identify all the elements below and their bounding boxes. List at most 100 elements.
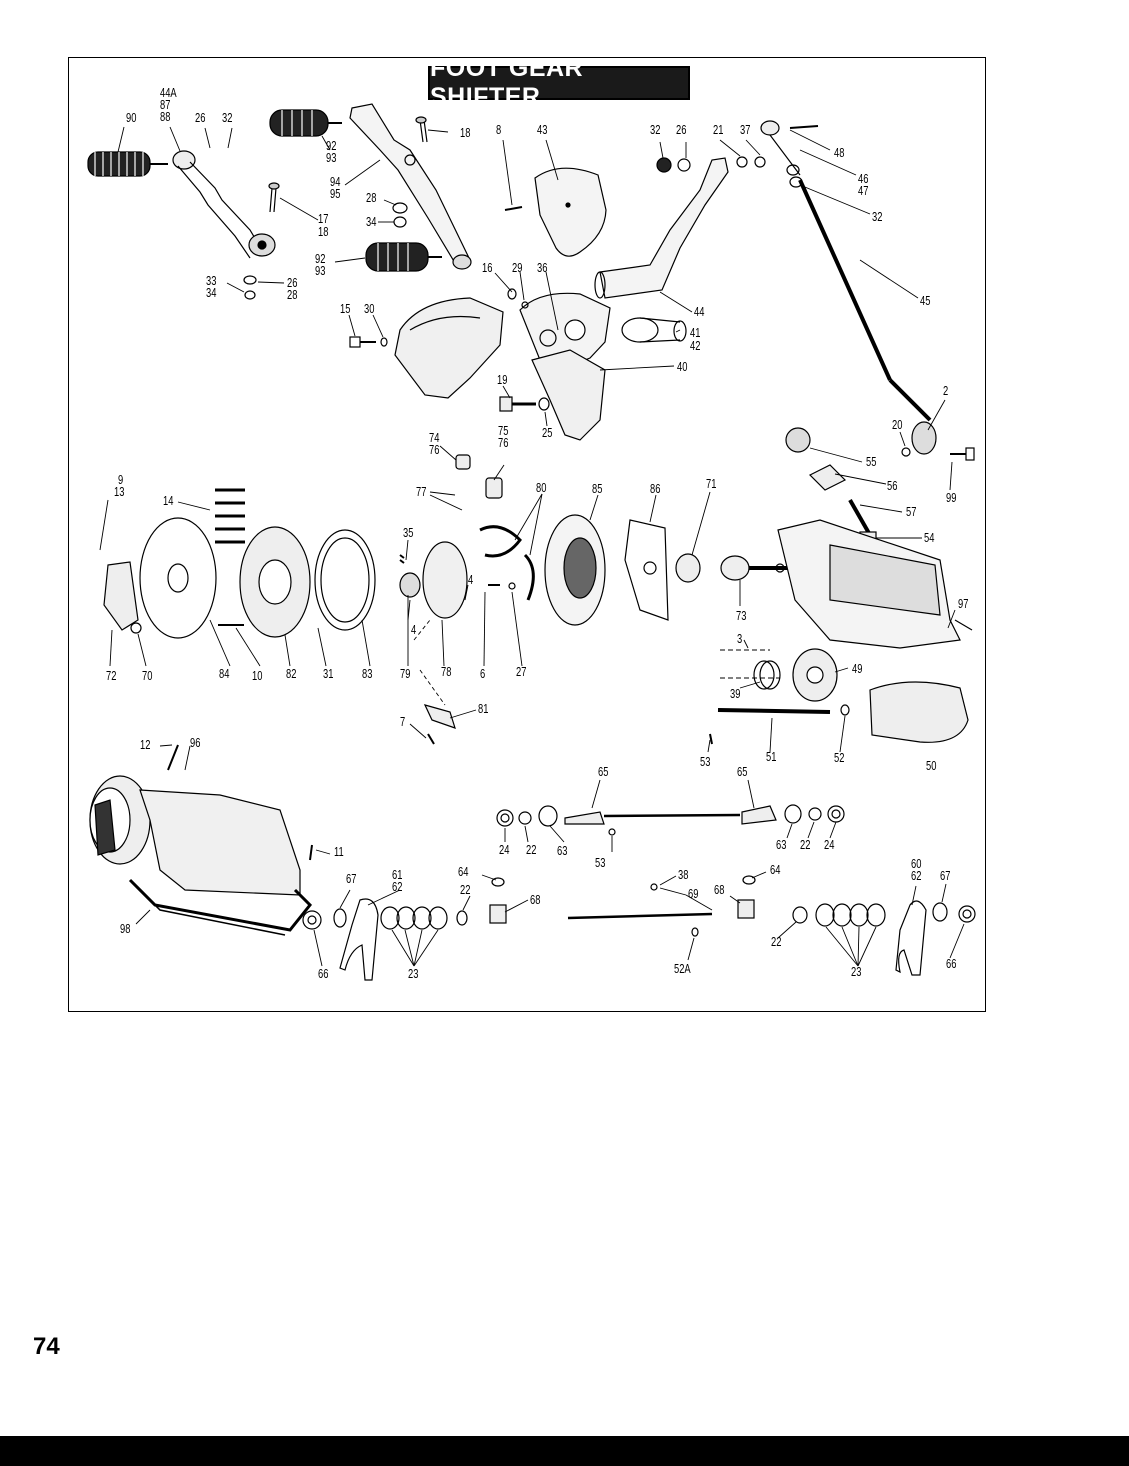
- part-callout: 18: [460, 125, 471, 140]
- part-callout: 8: [496, 122, 502, 137]
- part-callout: 44: [694, 304, 705, 319]
- part-callout: 61: [392, 867, 403, 882]
- part-callout: 66: [946, 956, 957, 971]
- part-callout: 32: [872, 209, 883, 224]
- part-callout: 38: [678, 867, 689, 882]
- part-callout: 93: [326, 150, 337, 165]
- part-callout: 81: [478, 701, 489, 716]
- part-callout: 29: [512, 260, 523, 275]
- part-callout: 52: [834, 750, 845, 765]
- part-callout: 14: [163, 493, 174, 508]
- part-callout: 87: [160, 97, 171, 112]
- part-callout: 92: [315, 251, 326, 266]
- title-banner: FOOT GEAR SHIFTER: [428, 54, 690, 111]
- part-callout: 99: [946, 490, 957, 505]
- part-callout: 85: [592, 481, 603, 496]
- part-callout: 34: [206, 285, 217, 300]
- part-callout: 12: [140, 737, 151, 752]
- part-callout: 71: [706, 476, 717, 491]
- shifter-lever-right-drawing: [243, 103, 472, 300]
- part-callout: 63: [776, 837, 787, 852]
- part-callout: 94: [330, 174, 341, 189]
- part-callout: 98: [120, 921, 131, 936]
- part-callout: 17: [318, 211, 329, 226]
- part-callout: 15: [340, 301, 351, 316]
- part-callout: 39: [730, 686, 741, 701]
- part-callout: 34: [366, 214, 377, 229]
- part-callout: 50: [926, 758, 937, 773]
- part-callout: 69: [688, 886, 699, 901]
- part-callout: 27: [516, 664, 527, 679]
- part-callout: 75: [498, 423, 509, 438]
- part-callout: 4: [468, 572, 474, 587]
- part-callout: 84: [219, 666, 230, 681]
- part-callout: 3: [737, 631, 743, 646]
- part-callout: 56: [887, 478, 898, 493]
- part-callout: 70: [142, 668, 153, 683]
- part-callout: 65: [737, 764, 748, 779]
- part-callout: 44A: [160, 85, 177, 100]
- part-callout: 40: [677, 359, 688, 374]
- part-callout: 35: [403, 525, 414, 540]
- part-callout: 82: [286, 666, 297, 681]
- part-callout: 76: [498, 435, 509, 450]
- part-callout: 51: [766, 749, 777, 764]
- part-callout: 41: [690, 325, 701, 340]
- part-callout: 30: [364, 301, 375, 316]
- shift-lever-and-rod-drawing: [594, 120, 937, 455]
- part-callout: 77: [416, 484, 427, 499]
- part-callout: 20: [892, 417, 903, 432]
- diagram-frame: [68, 57, 986, 1012]
- part-callout: 32: [222, 110, 233, 125]
- part-callout: 18: [318, 224, 329, 239]
- part-callout: 67: [346, 871, 357, 886]
- part-callout: 28: [287, 287, 298, 302]
- part-callout: 68: [714, 882, 725, 897]
- part-callout: 7: [400, 714, 406, 729]
- part-callout: 62: [392, 879, 403, 894]
- part-callout: 64: [458, 864, 469, 879]
- part-callout: 53: [595, 855, 606, 870]
- part-callout: 92: [326, 138, 337, 153]
- part-callout: 43: [537, 122, 548, 137]
- part-callout: 63: [557, 843, 568, 858]
- part-callout: 57: [906, 504, 917, 519]
- part-callout: 16: [482, 260, 493, 275]
- transmission-housing-drawing: [89, 704, 456, 936]
- part-callout: 72: [106, 668, 117, 683]
- part-callout: 60: [911, 856, 922, 871]
- part-callout: 64: [770, 862, 781, 877]
- part-callout: 9: [118, 472, 124, 487]
- part-callout: 55: [866, 454, 877, 469]
- shifter-lever-left-drawing: [87, 150, 280, 259]
- part-callout: 47: [858, 183, 869, 198]
- part-callout: 28: [366, 190, 377, 205]
- part-callout: 26: [676, 122, 687, 137]
- part-callout: 76: [429, 442, 440, 457]
- shifter-shafts-drawing: [302, 804, 976, 981]
- part-callout: 32: [650, 122, 661, 137]
- callout-leader-lines: [99, 126, 965, 967]
- part-callout: 66: [318, 966, 329, 981]
- part-callout: 73: [736, 608, 747, 623]
- part-callout: 33: [206, 273, 217, 288]
- part-callout: 10: [252, 668, 263, 683]
- part-callout: 2: [943, 383, 949, 398]
- part-callout: 19: [497, 372, 508, 387]
- part-callout: 6: [480, 666, 486, 681]
- part-callout: 31: [323, 666, 334, 681]
- part-callout: 80: [536, 480, 547, 495]
- part-callout: 22: [771, 934, 782, 949]
- part-callout: 67: [940, 868, 951, 883]
- part-callout: 93: [315, 263, 326, 278]
- part-callout: 48: [834, 145, 845, 160]
- part-callout: 46: [858, 171, 869, 186]
- part-callout: 54: [924, 530, 935, 545]
- part-callout: 13: [114, 484, 125, 499]
- page-bottom-bar: [0, 1436, 1129, 1466]
- part-callout: 23: [408, 966, 419, 981]
- part-callout: 24: [824, 837, 835, 852]
- part-callout: 86: [650, 481, 661, 496]
- gear-and-shaft-drawing: [709, 648, 969, 745]
